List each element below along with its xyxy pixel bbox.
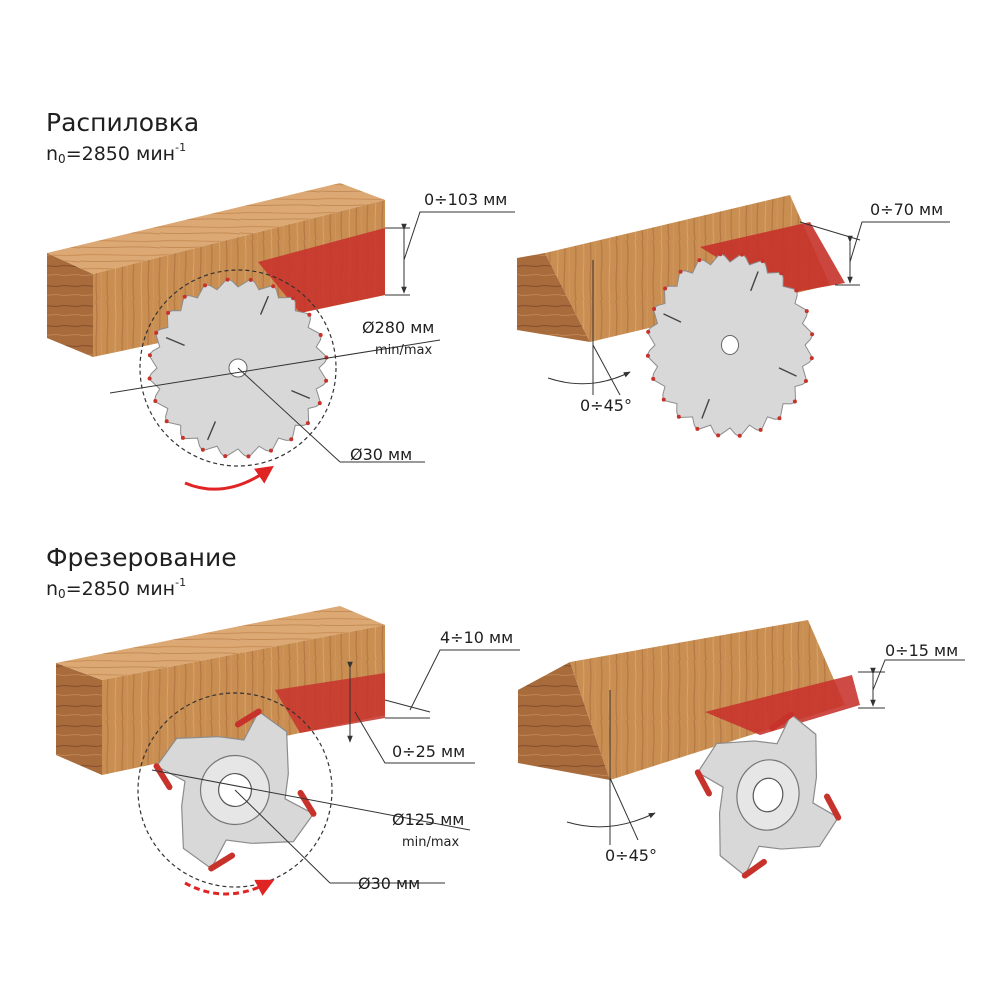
saw-tilted-figure [517, 195, 950, 438]
beam-bevel-face [517, 253, 590, 342]
beam-top-face [545, 195, 830, 342]
cut-area [705, 675, 860, 735]
groove-depth-label: 0÷25 мм [392, 742, 466, 761]
beam-end-face [56, 663, 102, 775]
rotation-arrow [184, 465, 274, 491]
mill-tilted-figure [518, 620, 965, 879]
groove-width-label: 4÷10 мм [440, 628, 514, 647]
saw-straight-figure [47, 183, 515, 491]
beam-front-face [93, 200, 385, 357]
beam-top-face [570, 620, 845, 780]
tilt-angle-label: 0÷45° [605, 846, 657, 865]
milling-cutter [694, 711, 842, 879]
sawing-speed: n0=2850 мин-1 [46, 141, 187, 166]
tilt-depth-label: 0÷70 мм [870, 200, 944, 219]
bore-diameter-label: Ø30 мм [350, 445, 413, 464]
blade-outline [139, 269, 337, 467]
blade-diameter-note: min/max [375, 343, 433, 358]
milling-title: Фрезерование [46, 543, 237, 572]
cutter-diameter-note: min/max [402, 835, 460, 850]
sawing-title: Распиловка [46, 108, 200, 137]
cut-area [275, 673, 385, 733]
rotation-arrow [184, 879, 275, 896]
beam-top-face [56, 606, 385, 680]
tilt-angle-label: 0÷45° [580, 396, 632, 415]
cutter-diameter-label: Ø125 мм [392, 810, 465, 829]
depth-dimension-label: 0÷103 мм [424, 190, 508, 209]
mill-straight-figure [56, 606, 520, 896]
cut-area [700, 222, 845, 295]
beam-front-face [102, 625, 385, 775]
tilt-groove-depth-label: 0÷15 мм [885, 641, 959, 660]
beam-top-face [47, 183, 385, 274]
cut-area [258, 228, 385, 313]
blade-diameter-label: Ø280 мм [362, 318, 435, 337]
cutter-bore-label: Ø30 мм [358, 874, 421, 893]
milling-speed: n0=2850 мин-1 [46, 576, 187, 601]
saw-blade [645, 252, 815, 438]
beam-bevel-face [518, 662, 610, 780]
beam-end-face [47, 253, 93, 357]
cutter-outline [137, 692, 333, 888]
